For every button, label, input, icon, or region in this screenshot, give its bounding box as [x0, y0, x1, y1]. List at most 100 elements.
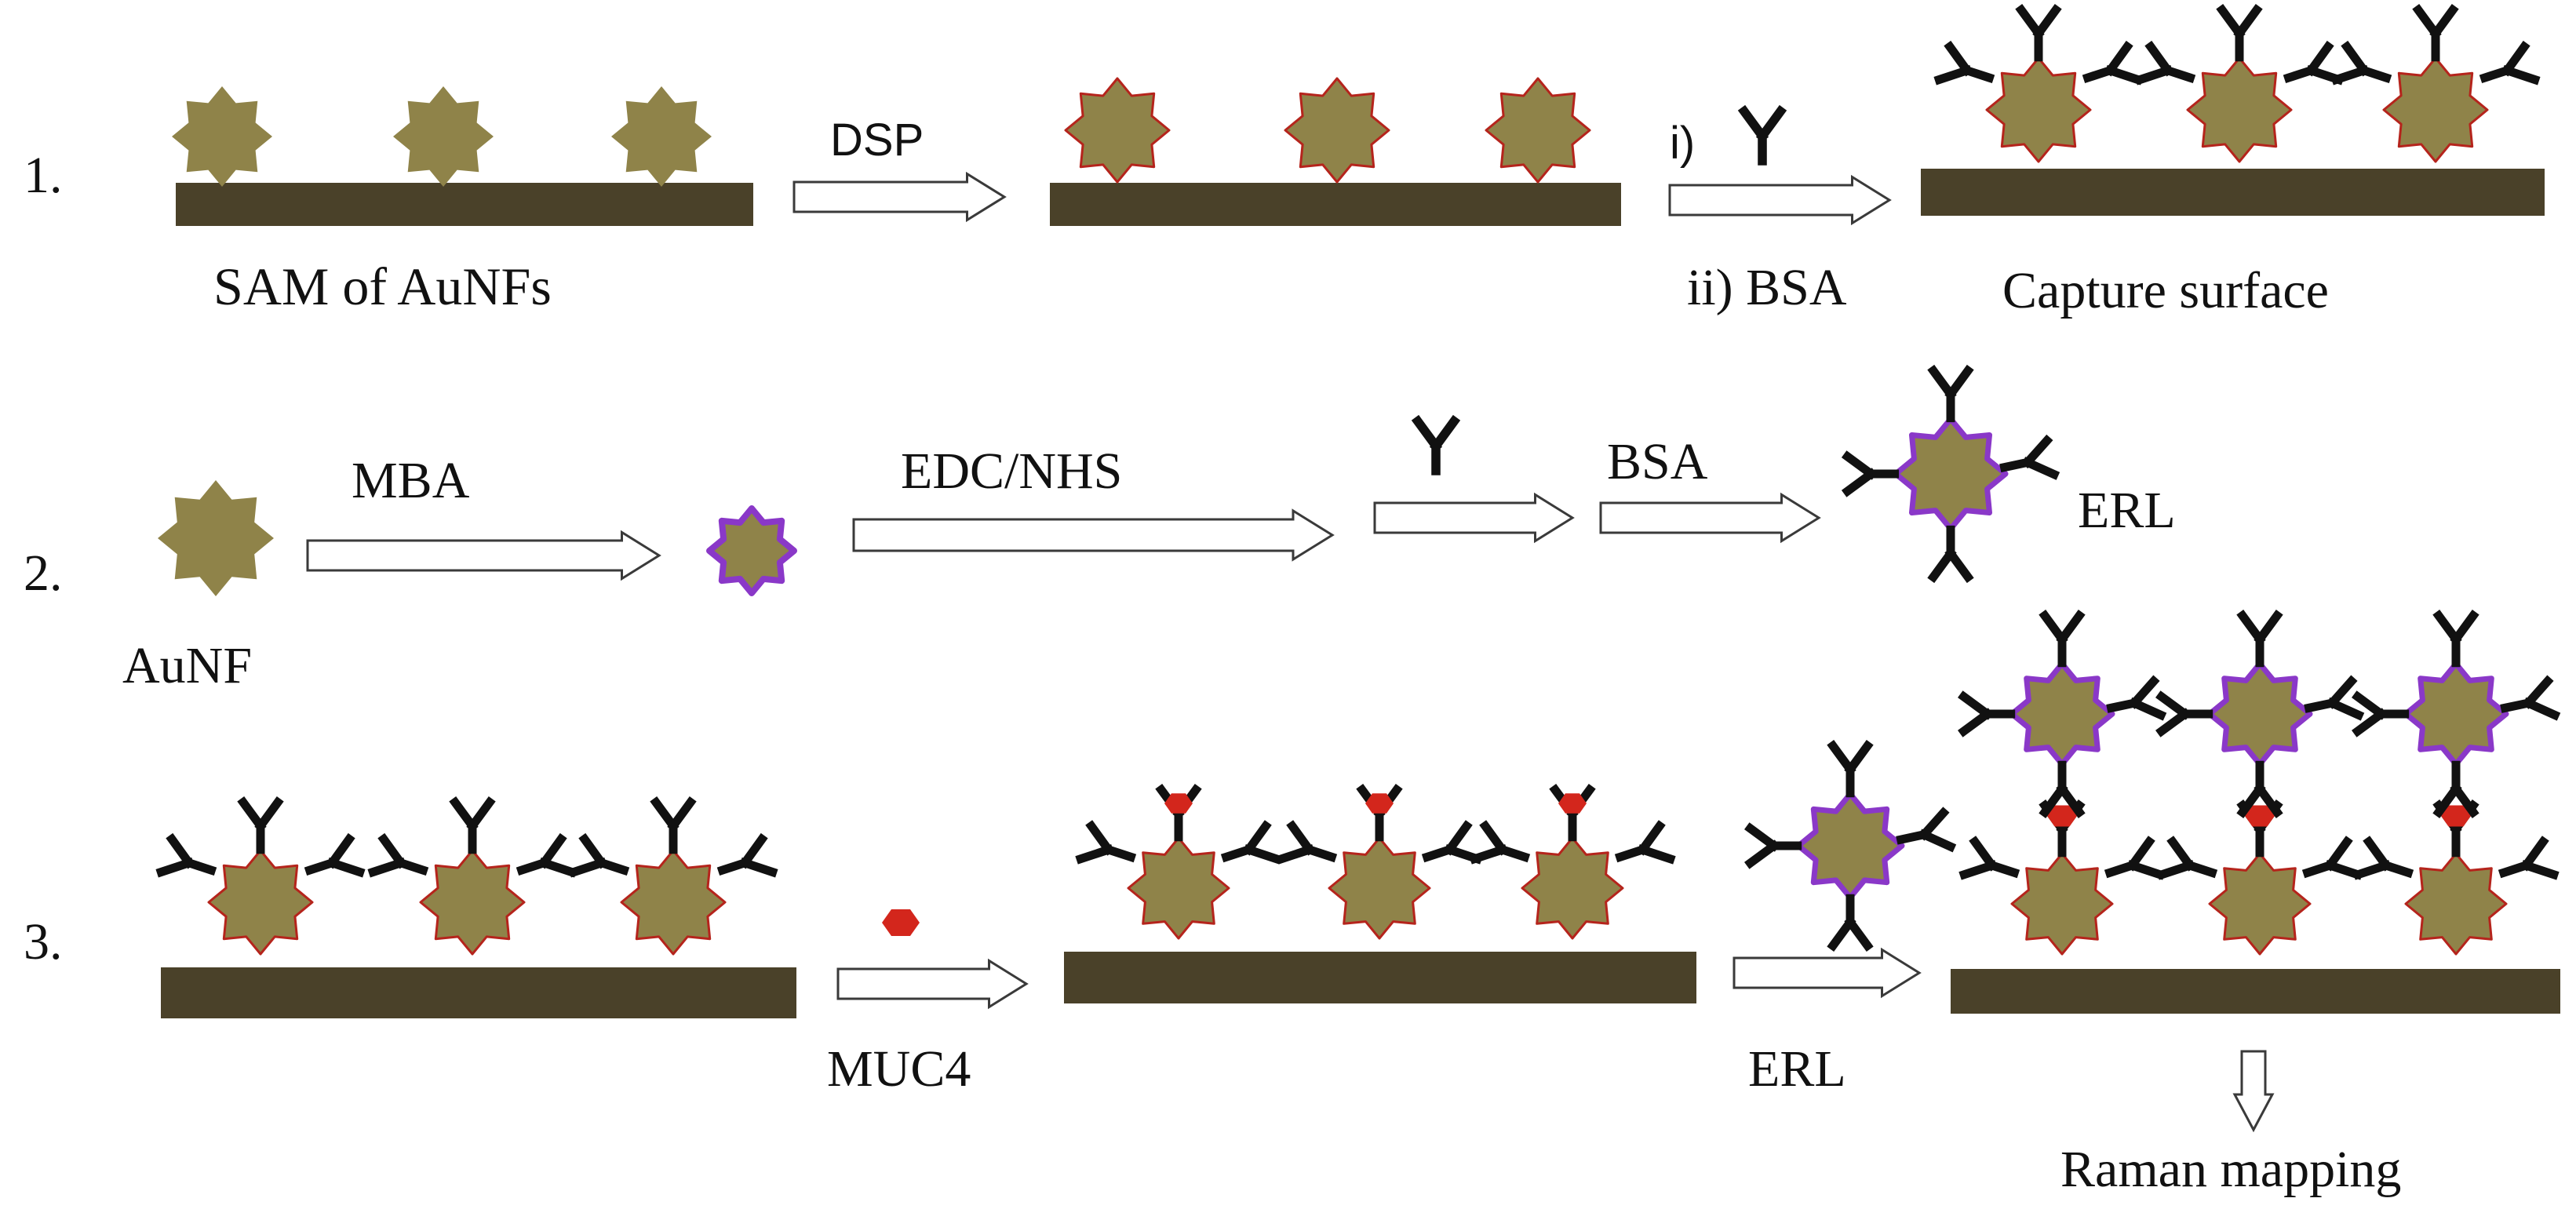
hollow-arrow-icon [852, 508, 1335, 562]
eight-point-star-icon [706, 505, 797, 596]
antibody-y-icon [155, 832, 217, 878]
eight-point-star-icon [1795, 791, 1905, 901]
antibody-y-icon [2498, 836, 2560, 880]
antibody-y-icon [2216, 4, 2263, 62]
hexagon-antigen-icon [1164, 793, 1193, 814]
dsp-step-label: DSP [830, 115, 924, 166]
antibody-y-icon [2330, 40, 2392, 86]
antibody-y-icon [516, 832, 578, 878]
sam-of-aunfs-label: SAM of AuNFs [213, 257, 552, 316]
bsa-step-label: ii) BSA [1687, 259, 1847, 316]
eight-point-star-icon [172, 86, 272, 187]
antibody-y-icon [2236, 610, 2283, 668]
eight-point-star-icon [1127, 836, 1230, 940]
antibody-y-icon [2039, 610, 2086, 668]
antibody-y-icon [1220, 820, 1282, 865]
eight-point-star-icon [1893, 416, 2009, 532]
hexagon-antigen-icon [882, 909, 920, 936]
antibody-y-icon [2500, 675, 2561, 721]
antibody-y-icon [1827, 740, 1874, 798]
antibody-step-label: i) [1670, 118, 1695, 169]
antibody-y-icon [1737, 104, 1787, 166]
antibody-y-icon [1469, 820, 1531, 865]
eight-point-star-icon [620, 849, 727, 956]
eight-point-star-icon [611, 86, 712, 187]
eight-point-star-icon [2009, 661, 2115, 767]
gold-substrate-bar [1951, 969, 2560, 1014]
capture-surface-label: Capture surface [2002, 262, 2329, 319]
hexagon-antigen-icon [2047, 805, 2077, 827]
muc4-step-label: MUC4 [827, 1040, 971, 1098]
hollow-arrow-icon [1733, 947, 1922, 999]
antibody-y-icon [2352, 836, 2414, 880]
eight-point-star-icon [2382, 56, 2489, 163]
antibody-y-icon [2352, 690, 2410, 737]
antibody-y-icon [650, 796, 697, 854]
antibody-y-icon [2134, 40, 2196, 86]
antibody-y-icon [2155, 690, 2213, 737]
eight-point-star-icon [1485, 77, 1591, 184]
hollow-arrow-icon [306, 530, 661, 581]
eight-point-star-icon [158, 480, 274, 596]
antibody-y-icon [1933, 40, 1995, 86]
erl-label: ERL [2078, 482, 2176, 539]
eight-point-star-icon [419, 849, 526, 956]
hollow-arrow-icon [1373, 492, 1575, 544]
eight-point-star-icon [2010, 852, 2114, 956]
row-1-number: 1. [24, 147, 63, 204]
row-2-number: 2. [24, 544, 63, 602]
hexagon-antigen-icon [1558, 793, 1587, 814]
antibody-y-icon [1841, 450, 1900, 497]
antibody-y-icon [2156, 836, 2218, 880]
antibody-y-icon [2301, 836, 2363, 880]
antibody-y-icon [1421, 820, 1483, 865]
antibody-y-icon [2412, 4, 2459, 62]
antibody-y-icon [1958, 690, 2016, 737]
eight-point-star-icon [2208, 852, 2312, 956]
antibody-y-icon [1614, 820, 1676, 865]
eight-point-star-icon [393, 86, 494, 187]
eight-point-star-icon [2186, 56, 2293, 163]
antibody-y-icon [2015, 4, 2062, 62]
antibody-y-icon [1744, 822, 1802, 869]
antibody-y-icon [1999, 434, 2060, 480]
raman-mapping-label: Raman mapping [2060, 1141, 2401, 1198]
hexagon-antigen-icon [2245, 805, 2275, 827]
antibody-y-icon [2039, 760, 2086, 818]
eight-point-star-icon [2206, 661, 2313, 767]
antibody-y-icon [449, 796, 496, 854]
antibody-y-icon [1927, 525, 1974, 584]
hollow-arrow-icon [1599, 492, 1821, 544]
hollow-arrow-icon [836, 958, 1029, 1010]
antibody-y-icon [237, 796, 284, 854]
eight-point-star-icon [2404, 852, 2508, 956]
antibody-y-icon [2283, 40, 2345, 86]
eight-point-star-icon [1284, 77, 1390, 184]
antibody-y-icon [2236, 760, 2283, 818]
row-3-number: 3. [24, 913, 63, 971]
gold-substrate-bar [1064, 952, 1696, 1003]
antibody-y-icon [304, 832, 366, 878]
eight-point-star-icon [1521, 836, 1624, 940]
hollow-arrow-icon [1668, 174, 1892, 226]
eight-point-star-icon [1064, 77, 1171, 184]
eight-point-star-icon [1328, 836, 1431, 940]
antibody-y-icon [2304, 675, 2365, 721]
mba-step-label: MBA [352, 452, 470, 509]
aunf-label: AuNF [122, 637, 252, 694]
hollow-arrow-icon [792, 171, 1007, 223]
antibody-y-icon [1896, 807, 1957, 853]
antibody-y-icon [2432, 760, 2479, 818]
gold-substrate-bar [161, 967, 796, 1018]
scheme-shapes [155, 4, 2561, 1133]
antibody-y-icon [2082, 40, 2144, 86]
erl-step-label: ERL [1748, 1040, 1846, 1098]
gold-substrate-bar [176, 183, 753, 226]
antibody-y-icon [367, 832, 429, 878]
antibody-y-icon [1075, 820, 1137, 865]
gold-substrate-bar [1050, 183, 1621, 226]
bsa-block-step-label: BSA [1607, 433, 1708, 490]
hollow-arrow-icon [2232, 1050, 2275, 1133]
